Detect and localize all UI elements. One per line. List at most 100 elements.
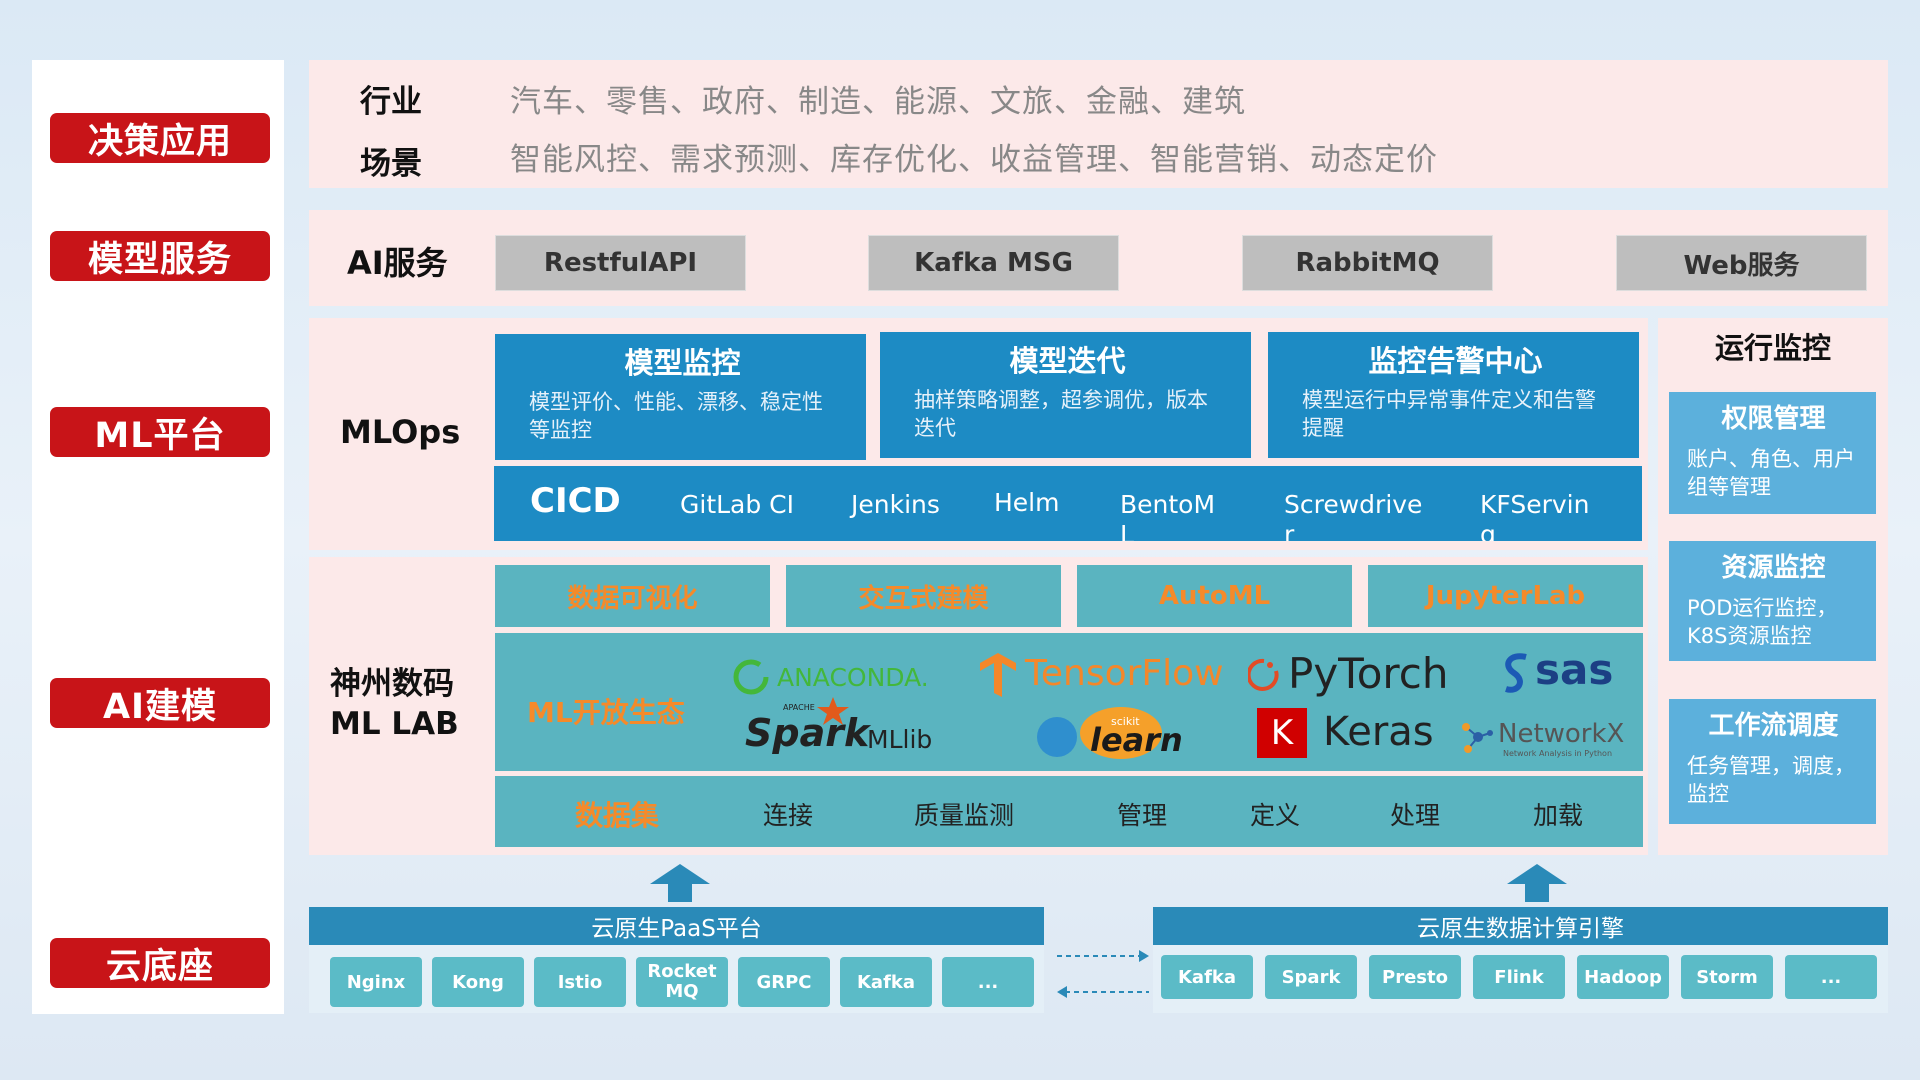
mlops-label: MLOps <box>340 413 461 451</box>
paas-grpc[interactable]: GRPC <box>738 957 830 1007</box>
paas-kafka[interactable]: Kafka <box>840 957 932 1007</box>
layer-label-decision[interactable]: 决策应用 <box>50 113 270 163</box>
engine-spark[interactable]: Spark <box>1265 955 1357 999</box>
ml-ecosystem-panel: ML开放生态 ANACONDA. TensorFlow PyTorch sas … <box>495 633 1643 771</box>
monitor-card-permissions[interactable]: 权限管理 账户、角色、用户组等管理 <box>1669 392 1876 514</box>
ai-service-label: AI服务 <box>347 244 448 282</box>
dataset-label: 数据集 <box>575 799 660 832</box>
sas-logo-text: sas <box>1535 645 1614 694</box>
cicd-tool-kfserving[interactable]: KFServing <box>1480 490 1590 541</box>
scikit-learn-logo-text: learn <box>1090 721 1183 759</box>
mlops-card-title: 模型监控 <box>624 346 741 380</box>
engine-presto[interactable]: Presto <box>1369 955 1461 999</box>
layer-label-ai-modeling[interactable]: AI建模 <box>50 678 270 728</box>
pytorch-icon <box>1248 658 1279 691</box>
dataset-step-quality[interactable]: 质量监测 <box>914 801 1015 830</box>
engine-hadoop[interactable]: Hadoop <box>1577 955 1669 999</box>
engine-flink[interactable]: Flink <box>1473 955 1565 999</box>
keras-logo-text: Keras <box>1323 709 1434 755</box>
pytorch-logo-text: PyTorch <box>1288 649 1449 698</box>
monitor-card-desc: 任务管理，调度，监控 <box>1687 754 1855 806</box>
mllib-logo-text: MLlib <box>867 725 933 754</box>
mlops-card-title: 模型迭代 <box>1009 344 1126 378</box>
mlops-card-desc: 模型评价、性能、漂移、稳定性等监控 <box>529 390 823 442</box>
engine-title: 云原生数据计算引擎 <box>1153 907 1888 945</box>
dataset-step-load[interactable]: 加载 <box>1533 801 1584 830</box>
tool-jupyterlab[interactable]: JupyterLab <box>1368 565 1643 627</box>
networkx-logo-text: NetworkX <box>1498 719 1625 749</box>
monitor-card-title: 资源监控 <box>1721 553 1826 583</box>
arrow-up-icon <box>1507 864 1567 902</box>
cicd-tool-bentoml[interactable]: BentoML <box>1120 490 1216 541</box>
dataset-step-define[interactable]: 定义 <box>1250 801 1301 830</box>
service-kafka-msg[interactable]: Kafka MSG <box>868 235 1119 291</box>
anaconda-logo-text: ANACONDA. <box>777 663 929 692</box>
paas-more[interactable]: ... <box>942 957 1034 1007</box>
monitor-card-desc: POD运行监控，K8S资源监控 <box>1687 596 1838 648</box>
mlops-card-title: 监控告警中心 <box>1368 344 1543 378</box>
dataset-step-manage[interactable]: 管理 <box>1117 801 1168 830</box>
spark-apache-text: APACHE <box>783 703 815 712</box>
cicd-bar: CICD GitLab CI Jenkins Helm BentoML Scre… <box>494 466 1642 541</box>
service-restful-api[interactable]: RestfulAPI <box>495 235 746 291</box>
bidirectional-arrow-icon <box>1057 950 1149 998</box>
ml-ecosystem-label: ML开放生态 <box>527 696 685 729</box>
tensorflow-logo-text: TensorFlow <box>1025 653 1224 694</box>
industry-label: 行业 <box>360 84 422 120</box>
monitor-card-title: 工作流调度 <box>1708 711 1839 741</box>
monitor-card-title: 权限管理 <box>1721 404 1826 434</box>
mllab-label: 神州数码 ML LAB <box>330 664 459 744</box>
monitor-card-desc: 账户、角色、用户组等管理 <box>1687 447 1855 499</box>
arrow-up-icon <box>650 864 710 902</box>
monitor-card-workflow[interactable]: 工作流调度 任务管理，调度，监控 <box>1669 699 1876 824</box>
tool-automl[interactable]: AutoML <box>1077 565 1352 627</box>
spark-star-icon <box>817 697 849 725</box>
service-web[interactable]: Web服务 <box>1616 235 1867 291</box>
layer-column <box>32 60 284 1014</box>
paas-nginx[interactable]: Nginx <box>330 957 422 1007</box>
tool-data-visualization[interactable]: 数据可视化 <box>495 565 770 627</box>
paas-title: 云原生PaaS平台 <box>309 907 1044 945</box>
mlops-card-desc: 抽样策略调整，超参调优，版本迭代 <box>914 388 1208 440</box>
cicd-tool-gitlab[interactable]: GitLab CI <box>680 490 795 519</box>
networkx-icon <box>1462 723 1493 753</box>
dataset-step-connect[interactable]: 连接 <box>763 801 814 830</box>
paas-rocketmq[interactable]: RocketMQ <box>636 957 728 1007</box>
paas-kong[interactable]: Kong <box>432 957 524 1007</box>
networkx-sub-text: Network Analysis in Python <box>1503 749 1613 758</box>
layer-label-cloud[interactable]: 云底座 <box>50 938 270 988</box>
engine-more[interactable]: ... <box>1785 955 1877 999</box>
service-rabbitmq[interactable]: RabbitMQ <box>1242 235 1493 291</box>
mllab-label-line1: 神州数码 <box>330 666 454 702</box>
engine-kafka[interactable]: Kafka <box>1161 955 1253 999</box>
monitor-title: 运行监控 <box>1714 331 1831 365</box>
mlops-card-alert-center[interactable]: 监控告警中心 模型运行中异常事件定义和告警提醒 <box>1268 332 1639 458</box>
tensorflow-icon <box>980 653 1016 697</box>
industry-text: 汽车、零售、政府、制造、能源、文旅、金融、建筑 <box>510 84 1246 120</box>
cicd-tool-helm[interactable]: Helm <box>994 488 1060 517</box>
engine-storm[interactable]: Storm <box>1681 955 1773 999</box>
mllab-label-line2: ML LAB <box>330 706 459 742</box>
mlops-card-model-iteration[interactable]: 模型迭代 抽样策略调整，超参调优，版本迭代 <box>880 332 1251 458</box>
layer-label-service[interactable]: 模型服务 <box>50 231 270 281</box>
dataset-row: 数据集 连接 质量监测 管理 定义 处理 加载 <box>495 776 1643 847</box>
scene-text: 智能风控、需求预测、库存优化、收益管理、智能营销、动态定价 <box>510 142 1438 178</box>
spark-logo-text: Spark <box>745 711 870 755</box>
mlops-card-desc: 模型运行中异常事件定义和告警提醒 <box>1302 388 1596 440</box>
paas-istio[interactable]: Istio <box>534 957 626 1007</box>
scikit-learn-small-text: scikit <box>1111 715 1140 728</box>
decision-panel <box>309 60 1888 188</box>
cicd-tool-jenkins[interactable]: Jenkins <box>851 490 940 519</box>
cicd-label: CICD <box>530 481 621 521</box>
tool-interactive-modeling[interactable]: 交互式建模 <box>786 565 1061 627</box>
scikit-learn-icon <box>1037 717 1077 757</box>
mlops-card-model-monitor[interactable]: 模型监控 模型评价、性能、漂移、稳定性等监控 <box>495 334 866 460</box>
dataset-step-process[interactable]: 处理 <box>1390 801 1441 830</box>
monitor-card-resources[interactable]: 资源监控 POD运行监控，K8S资源监控 <box>1669 541 1876 661</box>
scikit-learn-badge-icon <box>1080 707 1162 759</box>
sas-icon <box>1505 653 1527 693</box>
layer-label-ml-platform[interactable]: ML平台 <box>50 407 270 457</box>
anaconda-icon <box>733 659 769 695</box>
scene-label: 场景 <box>360 146 422 182</box>
cicd-tool-screwdriver[interactable]: Screwdriver <box>1284 490 1423 541</box>
